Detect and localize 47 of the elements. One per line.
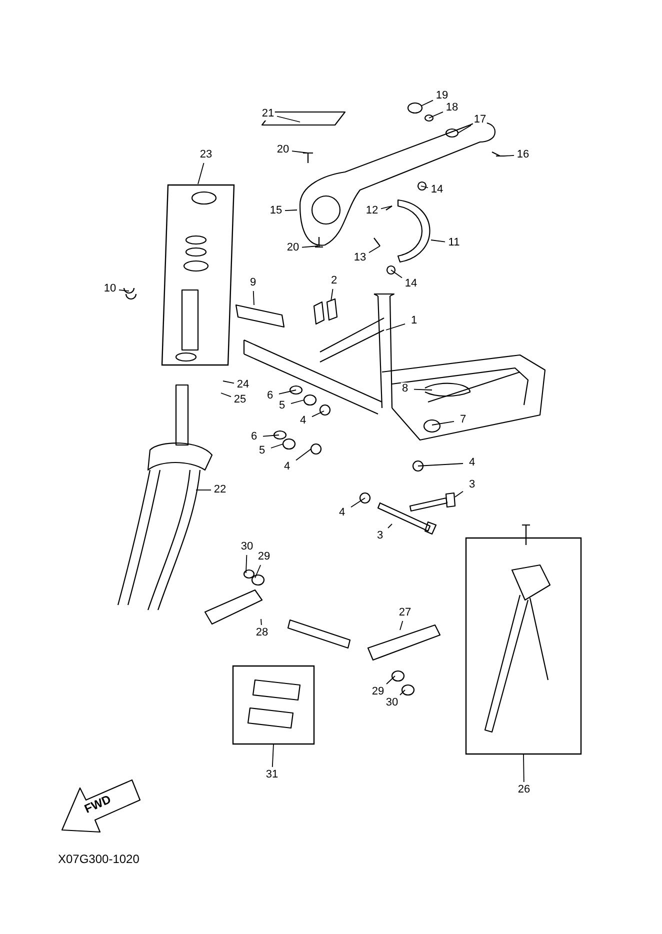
leader-line [400,620,404,630]
leader-line [523,754,524,782]
leader-line [454,490,464,498]
leader-line [430,240,446,242]
leader-line [292,150,308,154]
leader-line [260,618,262,626]
leader-line [420,186,428,188]
leader-line [272,744,274,768]
leader-line [270,444,284,448]
callout-number: 17 [472,114,488,126]
drawing-number: X07G300-1020 [58,852,140,866]
kit-frame [160,183,236,367]
leader-line [504,155,514,156]
leader-line [428,111,444,118]
leader-line [290,400,304,404]
leader-line [386,323,406,330]
leader-line [198,162,204,184]
leader-line [302,246,318,248]
direction-text: FWD [82,792,113,816]
leader-line [432,421,454,426]
leader-line [276,116,300,122]
leader-line [262,434,280,437]
leader-line [118,290,130,292]
leader-line [330,288,334,302]
leader-line [400,690,406,696]
leader-line [222,380,234,384]
leader-line [368,246,380,254]
leader-line [458,124,472,134]
leader-line [388,524,392,528]
leader-line [312,410,324,418]
leader-line [246,554,248,574]
leader-line [296,448,312,461]
leader-line [390,270,402,278]
leader-line [284,210,298,212]
leader-line [380,206,392,210]
leader-line [278,390,296,394]
kit-frame [465,537,582,755]
leader-line [414,388,432,390]
kit-frame [232,665,315,745]
leader-line [254,564,262,578]
leader-line [420,100,434,106]
leader-line [418,463,464,466]
leader-line [220,392,232,398]
callout-number: 21 [260,108,276,120]
leader-line [252,290,254,306]
leader-line [386,676,396,684]
leader-line [350,498,366,508]
